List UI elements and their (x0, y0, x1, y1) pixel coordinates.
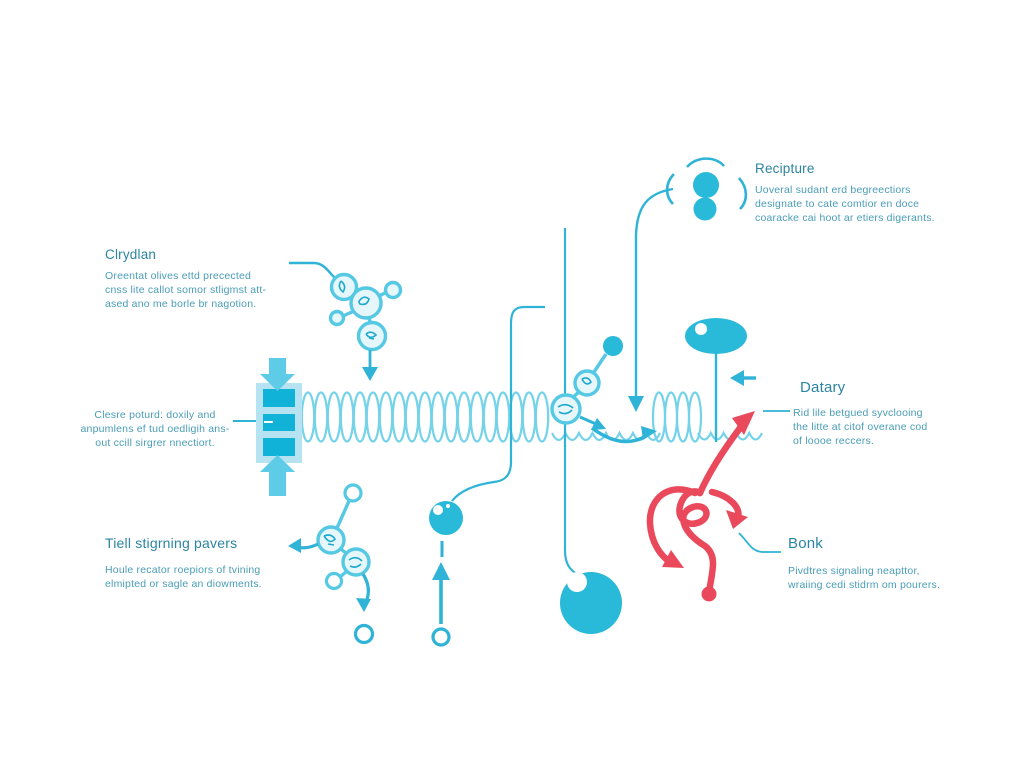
red-left-arc (646, 486, 699, 566)
membrane-coils-right (651, 391, 703, 443)
label-line: cnss lite callot somor stligmst att- (105, 284, 267, 296)
label-line: Houle recator roepiors of tvining (105, 564, 261, 576)
messenger-ball (429, 501, 463, 647)
label-line: Uoveral sudant erd begreectiors (755, 184, 911, 196)
label-line: coaracke cai hoot ar etiers digerants. (755, 212, 935, 224)
label-line: of loooe reccers. (793, 435, 875, 447)
label-datary: Datary Rid lile betgued syvclooing the l… (793, 379, 963, 448)
red-arrowheads (662, 411, 755, 602)
label-bonk-title: Bonk (788, 535, 823, 552)
label-membrane-note: Clesre poturd: doxily and anpumlens ef t… (75, 408, 235, 450)
label-datary-title: Datary (800, 379, 846, 396)
label-bonk: Bonk Pivdtres signaling neapttor, wraiin… (788, 535, 968, 592)
second-messenger-connector (451, 305, 545, 502)
label-crydlan: Clrydlan Oreentat olives ettd precected … (105, 247, 285, 311)
red-stem-loop (676, 488, 717, 596)
label-line: elmipted or sagle an diowments. (105, 578, 262, 590)
label-crydlan-title: Clrydlan (105, 247, 157, 262)
label-line: wraiing cedi stidrm om pourers. (788, 579, 941, 591)
label-receptor: Recipture Uoveral sudant erd begreectior… (755, 161, 955, 225)
label-line: designate to cate comtior en doce (755, 198, 920, 210)
crydlan-connector (289, 261, 338, 281)
label-receptor-title: Recipture (755, 161, 815, 176)
label-line: Clesre poturd: doxily and (94, 409, 216, 421)
label-line: the litte at citof overane cod (793, 421, 928, 433)
channel-down-arrow-icon (260, 358, 295, 391)
label-line: Pivdtres signaling neapttor, (788, 565, 920, 577)
ion-channel (233, 358, 302, 496)
signaling-molecule-bottom (288, 483, 375, 645)
surface-receptor-antenna (685, 318, 756, 442)
label-line: ased ano me borle br nagotion. (105, 298, 257, 310)
cell-membrane (300, 391, 763, 443)
membrane-coils-left (300, 391, 550, 443)
red-pathway (646, 424, 744, 596)
label-line: Oreentat olives ettd precected (105, 270, 252, 282)
receptor-icon (665, 157, 748, 221)
label-signaling: Tiell stigrning pavers Houle recator roe… (105, 535, 295, 591)
red-endpoint-dot (701, 586, 717, 602)
label-line: Rid lile betgued syvclooing (793, 407, 923, 419)
receptor-descending-arrow (628, 187, 674, 412)
transduction-molecule (550, 336, 657, 444)
label-line: anpumlens ef tud oedligih ans- (80, 423, 230, 435)
bonk-connector (738, 532, 781, 553)
red-ascending-line (696, 424, 744, 497)
ligand-molecule-top (289, 261, 403, 381)
label-signaling-title: Tiell stigrning pavers (105, 535, 238, 551)
label-line: out ccill sirgrer nnectiort. (95, 437, 215, 449)
channel-up-arrow-icon (260, 455, 295, 496)
effector-circle (560, 572, 622, 634)
